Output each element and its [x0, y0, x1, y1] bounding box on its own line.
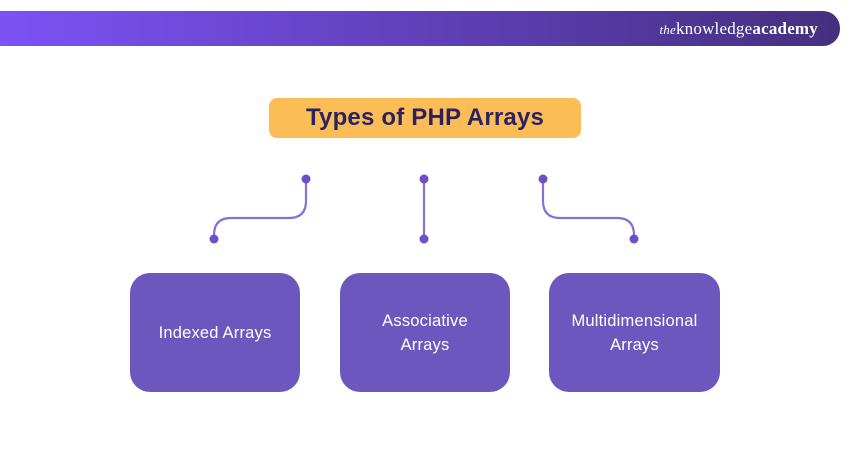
node-label: Multidimensional Arrays [571, 311, 698, 354]
connector-dot [538, 174, 548, 184]
connector-dot [301, 174, 311, 184]
logo-knowledge: knowledge [675, 18, 753, 38]
connector-left [212, 177, 308, 241]
node-label: Indexed Arrays [158, 323, 272, 342]
connector-dot [419, 234, 429, 244]
node-indexed-arrays: Indexed Arrays [130, 273, 300, 392]
title-box: Types of PHP Arrays [269, 98, 581, 138]
knowledge-academy-logo: theknowledgeacademy [660, 19, 819, 39]
connector-dot [209, 234, 219, 244]
logo-academy: academy [752, 18, 818, 38]
node-label: Associative Arrays [382, 311, 468, 354]
page-title: Types of PHP Arrays [305, 104, 545, 131]
node-multidimensional-arrays: Multidimensional Arrays [549, 273, 720, 392]
header-bar: theknowledgeacademy [0, 11, 840, 46]
connector-dot [419, 174, 429, 184]
node-associative-arrays: Associative Arrays [340, 273, 510, 392]
connector-right [541, 177, 636, 241]
connector-dot [629, 234, 639, 244]
logo-the: the [659, 21, 676, 37]
